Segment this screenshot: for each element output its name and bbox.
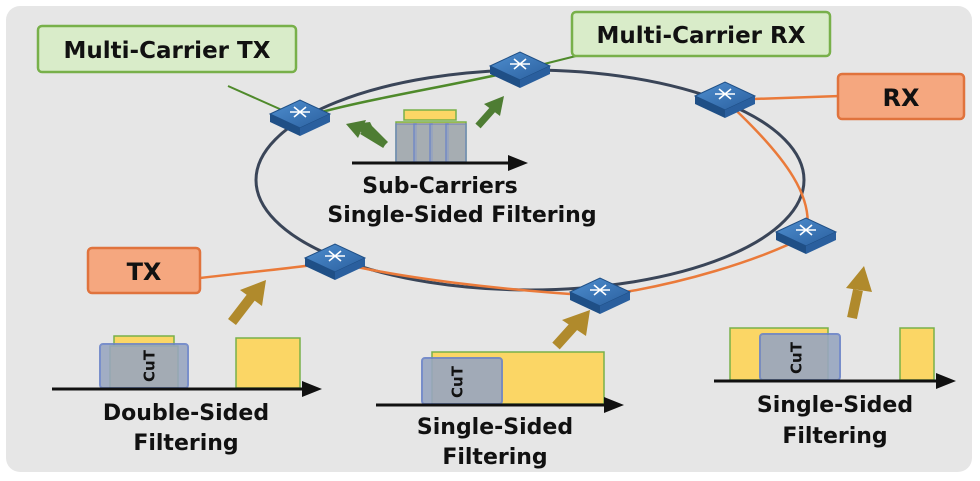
svg-text:CuT: CuT <box>449 365 467 398</box>
router-icon <box>488 51 552 88</box>
middle-title-line1: Single-Sided <box>417 415 573 440</box>
arrow-up-right-icon <box>552 310 590 350</box>
arrow-up-right-icon <box>228 280 266 326</box>
left-title-line1: Double-Sided <box>103 401 269 426</box>
router-icon <box>303 243 367 280</box>
right-title-line1: Single-Sided <box>757 393 913 418</box>
svg-text:TX: TX <box>127 258 162 286</box>
arrow-up-right-icon <box>475 96 504 129</box>
tx-label: TX <box>86 246 202 295</box>
left-title-line2: Filtering <box>133 431 238 456</box>
multi-carrier-rx-label: Multi-Carrier RX <box>570 10 832 58</box>
right-spectrum: CuT <box>714 327 956 389</box>
center-title-line1: Sub-Carriers <box>362 174 517 199</box>
svg-text:CuT: CuT <box>141 349 159 382</box>
arrow-up-icon <box>846 266 872 320</box>
middle-title-line2: Filtering <box>442 445 547 470</box>
svg-text:Multi-Carrier RX: Multi-Carrier RX <box>597 23 806 49</box>
svg-text:CuT: CuT <box>788 341 806 374</box>
center-spectrum <box>352 109 528 171</box>
svg-text:RX: RX <box>883 84 920 112</box>
left-spectrum: CuT <box>52 335 322 397</box>
center-title-line2: Single-Sided Filtering <box>327 203 596 228</box>
middle-spectrum: CuT <box>376 351 624 413</box>
arrow-up-left-icon <box>346 120 388 148</box>
svg-text:Multi-Carrier TX: Multi-Carrier TX <box>64 38 271 64</box>
router-icon <box>268 99 332 136</box>
right-title-line2: Filtering <box>782 424 887 449</box>
router-icon <box>774 217 838 254</box>
router-icon <box>693 81 757 118</box>
rx-label: RX <box>836 72 966 121</box>
router-icon <box>568 277 632 314</box>
multi-carrier-tx-label: Multi-Carrier TX <box>36 24 298 74</box>
